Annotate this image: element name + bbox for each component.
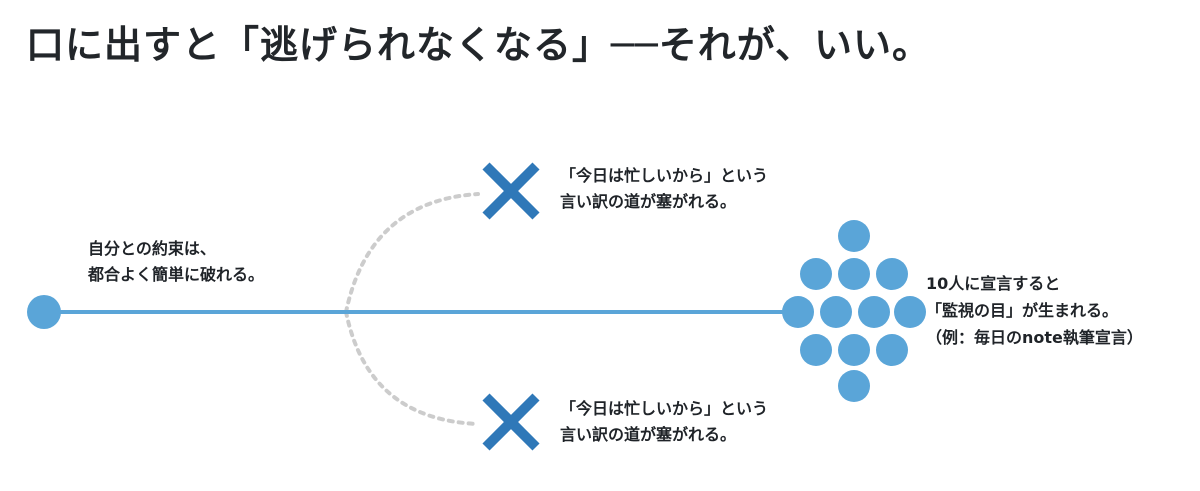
self-promise-label: 自分との約束は、 都合よく簡単に破れる。 <box>88 236 264 288</box>
start-circle-icon <box>27 295 61 329</box>
label-line: 「監視の目」が生まれる。 <box>926 301 1119 320</box>
label-line: 言い訳の道が塞がれる。 <box>560 425 737 444</box>
label-line: 自分との約束は、 <box>88 239 216 258</box>
cross-icon <box>482 393 540 451</box>
label-line: 「今日は忙しいから」という <box>560 399 769 418</box>
excuse-blocked-label-bottom: 「今日は忙しいから」という 言い訳の道が塞がれる。 <box>560 396 768 448</box>
upper-branch-path <box>344 192 480 314</box>
lower-branch-path <box>344 310 480 426</box>
page-title: 口に出すと「逃げられなくなる」──それが、いい。 <box>26 23 931 67</box>
declaration-label: 10人に宣言すると 「監視の目」が生まれる。 （例：毎日のnote執筆宣言） <box>926 270 1143 351</box>
crowd-circles-icon <box>782 220 926 402</box>
label-line: 都合よく簡単に破れる。 <box>88 265 265 284</box>
excuse-blocked-label-top: 「今日は忙しいから」という 言い訳の道が塞がれる。 <box>560 163 768 215</box>
cross-icon <box>482 162 540 220</box>
label-line: 10人に宣言すると <box>926 274 1061 293</box>
label-line: 「今日は忙しいから」という <box>560 166 769 185</box>
label-line: 言い訳の道が塞がれる。 <box>560 192 737 211</box>
label-line: （例：毎日のnote執筆宣言） <box>926 328 1143 347</box>
